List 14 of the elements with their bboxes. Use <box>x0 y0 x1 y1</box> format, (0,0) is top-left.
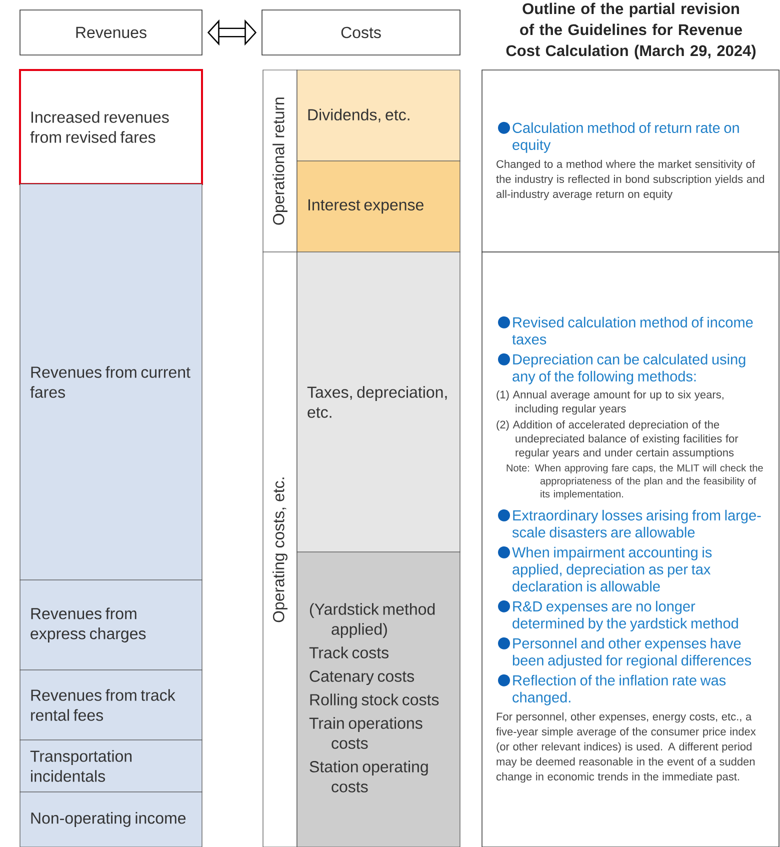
revenue-box: Interest expense <box>296 160 460 252</box>
outline-panel: Calculation method of return rate on equity Changed to a method where the market sensitivity of the industry is reflected in bond subscription yields and all-industry average return on equity <box>482 70 780 252</box>
revenue-box: Dividends, etc. <box>296 70 460 162</box>
revenue-box: Revenues from track rental fees <box>20 670 202 740</box>
revenue-box: Taxes, depreciation, etc. <box>296 252 460 552</box>
header-box: Costs <box>262 10 460 56</box>
header-box: Revenues <box>20 10 202 56</box>
band-box: Operational return <box>262 70 298 252</box>
highlighted-box: Increased revenues from revised fares <box>19 69 203 185</box>
revenue-box: Transportation incidentals <box>20 740 202 792</box>
revenue-box: Revenues from express charges <box>20 580 202 670</box>
cost-list-box: (Yardstick method applied) Track costs Catenary costs Rolling stock costs Train operations costs Station operating costs <box>296 552 460 847</box>
title: Outline of the partial revision of the Guidelines for Revenue Cost Calculation (March 29, 2024) <box>506 2 756 60</box>
revenue-box: Non-operating income <box>20 792 202 847</box>
